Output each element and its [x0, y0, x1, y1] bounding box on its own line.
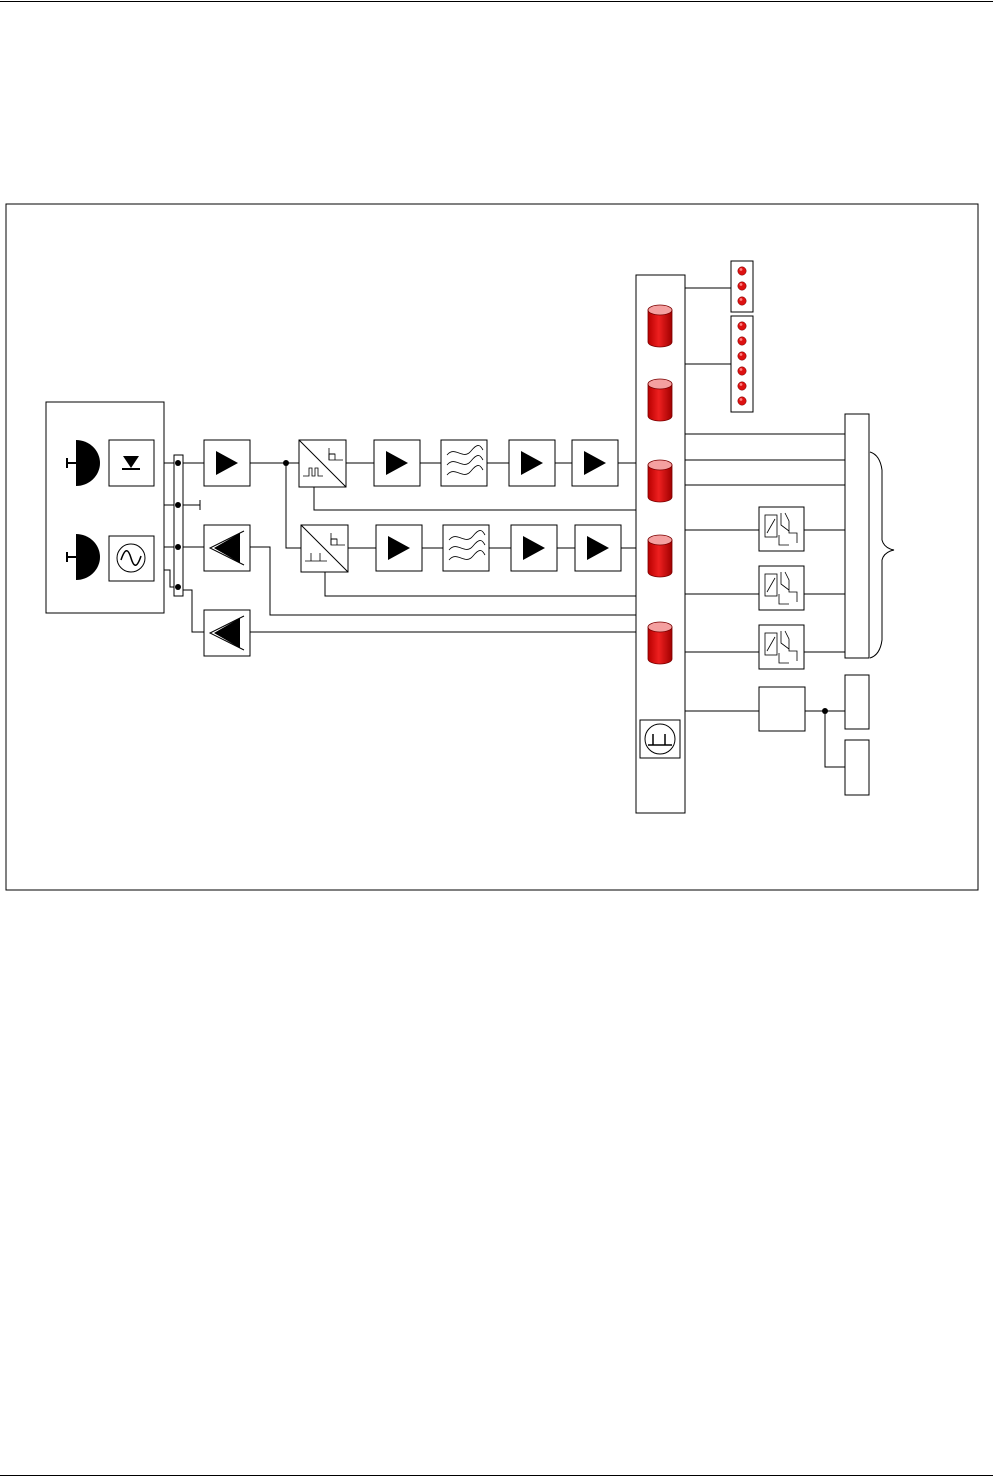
led-icon	[738, 337, 746, 345]
relay-2-icon	[759, 566, 804, 610]
relay-3-icon	[759, 625, 804, 669]
junction-dot	[175, 460, 181, 466]
oscillator-block-icon	[109, 536, 154, 581]
junction-dot	[175, 584, 181, 590]
ch2-amp-3-icon	[575, 525, 621, 571]
led-icon	[738, 367, 746, 375]
led-icon	[738, 267, 746, 275]
junction-dot	[175, 502, 181, 508]
ch2-amp-1-icon	[376, 525, 422, 571]
ch1-amp-1-icon	[374, 440, 420, 486]
relay-1-icon	[759, 507, 804, 551]
led-bank-small-icon	[731, 261, 753, 312]
led-icon	[738, 322, 746, 330]
blocks-layer	[46, 261, 869, 813]
junction-dot	[175, 544, 181, 550]
led-icon	[738, 382, 746, 390]
pulse-indicator-icon	[640, 720, 680, 758]
led-icon	[738, 352, 746, 360]
amp-in-icon	[204, 440, 250, 486]
brace-icon	[870, 452, 894, 658]
ch2-filter-icon	[443, 525, 489, 571]
memory-icon-5	[648, 622, 672, 664]
converter-1-icon	[299, 440, 346, 487]
signal-bus-bar	[174, 455, 183, 596]
ch1-filter-icon	[441, 440, 487, 486]
diode-block-icon	[109, 440, 154, 486]
ch2-amp-2-icon	[511, 525, 557, 571]
power-block-icon	[759, 687, 805, 731]
led-bank-large-icon	[731, 316, 753, 412]
wire	[325, 572, 636, 596]
junction-dot	[283, 460, 289, 466]
terminal-block-icon	[845, 414, 869, 658]
memory-icon-3	[648, 460, 672, 502]
led-icon	[738, 297, 746, 305]
junction-dots	[175, 460, 828, 714]
wire	[183, 590, 204, 632]
led-icon	[738, 397, 746, 405]
ch1-amp-3-icon	[572, 440, 618, 486]
amp-back-1-icon	[204, 525, 250, 571]
memory-icon-4	[648, 535, 672, 577]
junction-dot	[822, 708, 828, 714]
wire	[314, 487, 636, 510]
led-icon	[738, 282, 746, 290]
output-2-icon	[845, 740, 869, 795]
amp-back-2-icon	[204, 610, 250, 656]
converter-2-icon	[301, 525, 348, 572]
output-1-icon	[845, 675, 869, 729]
wire	[825, 711, 845, 767]
memory-icon-1	[648, 305, 672, 347]
ch1-amp-2-icon	[509, 440, 555, 486]
memory-icon-2	[648, 379, 672, 421]
